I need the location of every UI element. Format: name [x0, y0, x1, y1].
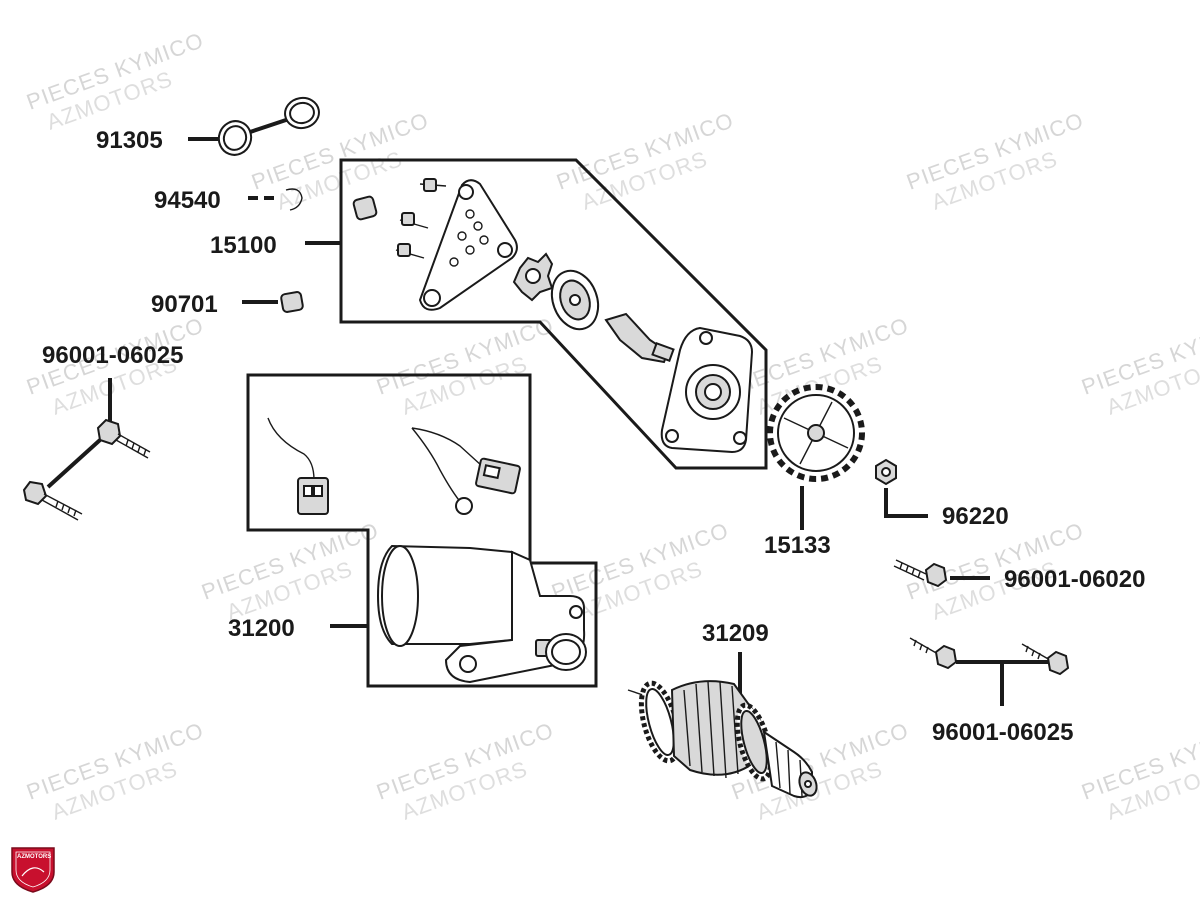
small-bushing: [352, 195, 378, 221]
sprocket-15133: 15133: [764, 384, 865, 559]
bolt-icon: [22, 480, 83, 521]
starter-motor: [376, 544, 587, 684]
bolt-icon: [399, 212, 429, 229]
azmotors-logo: AZMOTORS: [11, 847, 55, 893]
callout-96001-06025-left: 96001-06025: [22, 342, 183, 521]
part-number-label: 96220: [942, 503, 1009, 530]
part-number-label: 94540: [154, 187, 221, 214]
clutch-plate: [418, 179, 518, 311]
bolt-icon: [1021, 643, 1070, 676]
bolt-icon: [96, 418, 151, 459]
group-outline-31200: [246, 373, 598, 688]
bolt-icon: [395, 243, 425, 259]
callout-31200: 31200: [228, 615, 368, 642]
callout-15100: 15100: [210, 232, 341, 259]
callout-96220: 96220: [875, 458, 1009, 530]
part-number-label: 31200: [228, 615, 295, 642]
wiring-harness: [264, 388, 521, 515]
callout-91305: 91305: [96, 96, 320, 156]
bolt-icon: [909, 637, 958, 670]
bushing-part: [280, 291, 304, 313]
part-number-label: 15100: [210, 232, 277, 259]
callout-96001-06025-right: 96001-06025: [909, 637, 1073, 746]
part-number-label: 31209: [702, 620, 769, 647]
watermark-layer: PIECES KYMICO AZMOTORS PIECES KYMICO AZM…: [23, 27, 1200, 824]
callout-96001-06020: 96001-06020: [893, 559, 1145, 593]
callout-90701: 90701: [151, 291, 304, 318]
bolt-icon: [419, 178, 447, 192]
bolt-icon: [924, 562, 948, 588]
part-number-label: 96001-06025: [42, 342, 183, 369]
ring-terminal: [455, 497, 473, 515]
part-number-label: 96001-06025: [932, 719, 1073, 746]
callout-94540: 94540: [154, 187, 303, 214]
part-number-label: 15133: [764, 532, 831, 559]
starter-drive-31209: 31209: [627, 620, 818, 799]
part-number-label: 91305: [96, 127, 163, 154]
logo-wordmark: AZMOTORS: [17, 854, 51, 860]
part-number-label: 90701: [151, 291, 218, 318]
part-number-label: 96001-06020: [1004, 566, 1145, 593]
circlip-part: [285, 188, 303, 211]
group-outline-15100: [339, 158, 768, 470]
starter-clutch-assembly: [352, 178, 754, 454]
shield-icon: [11, 847, 55, 893]
